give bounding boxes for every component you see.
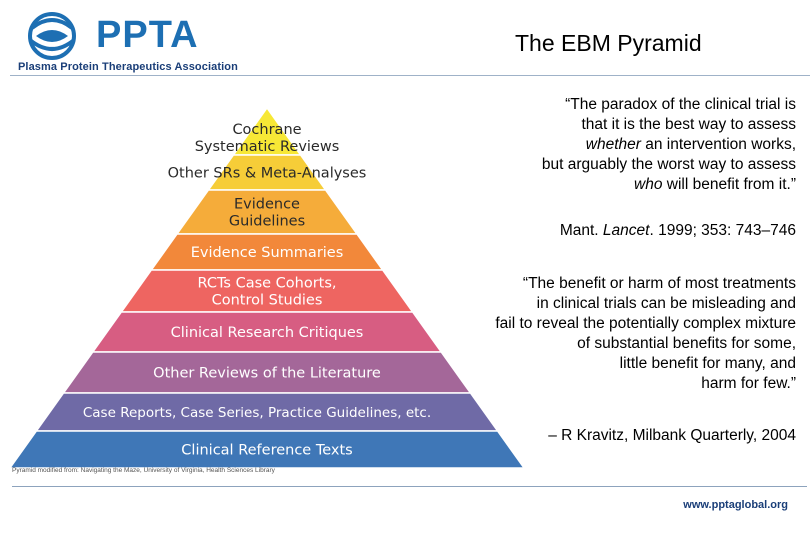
pyramid-level-label: Systematic Reviews [195,139,340,155]
citation-mant: Mant. Lancet. 1999; 353: 743–746 [559,222,796,239]
quote-line: harm for few.” [701,375,796,392]
pyramid-level-label: Clinical Reference Texts [181,443,352,459]
quote-line: who will benefit from it.” [634,176,796,193]
quote-line: “The benefit or harm of most treatments [522,275,796,292]
quote-mant: “The paradox of the clinical trial is th… [542,95,796,195]
pyramid-level-label: Evidence Summaries [191,245,344,261]
slide-title: The EBM Pyramid [515,30,702,56]
quote-line: fail to reveal the potentially complex m… [495,315,796,332]
pyramid-level-label: Other Reviews of the Literature [153,366,381,382]
quote-line: in clinical trials can be misleading and [536,295,796,312]
pyramid-level [8,430,526,469]
pyramid-level-label: RCTs Case Cohorts, [197,276,336,292]
footer-url[interactable]: www.pptaglobal.org [683,499,788,511]
quote-line: “The paradox of the clinical trial is [565,96,796,113]
pyramid-source-credit: Pyramid modified from: Navigating the Ma… [12,467,275,474]
quote-kravitz: “The benefit or harm of most treatments … [495,274,796,394]
pyramid-level-label: Evidence [234,197,300,213]
pyramid-level-label: Clinical Research Critiques [171,325,364,341]
globe-icon [28,12,76,60]
quote-emphasis: whether [585,136,641,153]
pyramid-level-label: Other SRs & Meta-Analyses [168,166,367,182]
pyramid-level-label: Case Reports, Case Series, Practice Guid… [83,405,431,421]
pyramid-level-label: Guidelines [229,214,305,230]
logo-subtitle: Plasma Protein Therapeutics Association [18,61,238,73]
quote-line: little benefit for many, and [619,355,796,372]
logo-wordmark: PPTA [96,14,199,56]
quote-emphasis: who [634,176,663,193]
footer-divider [12,486,807,487]
quote-line: that it is the best way to assess [581,116,796,133]
quote-line: of substantial benefits for some, [577,335,796,352]
pyramid-level-label: Control Studies [212,293,323,309]
ppta-logo: PPTA Plasma Protein Therapeutics Associa… [14,12,246,76]
citation-kravitz: – R Kravitz, Milbank Quarterly, 2004 [548,427,796,444]
pyramid-level-label: Cochrane [232,122,301,138]
quote-line: but arguably the worst way to assess [541,156,796,173]
quote-line: whether an intervention works, [585,136,796,153]
header-divider [10,75,810,76]
